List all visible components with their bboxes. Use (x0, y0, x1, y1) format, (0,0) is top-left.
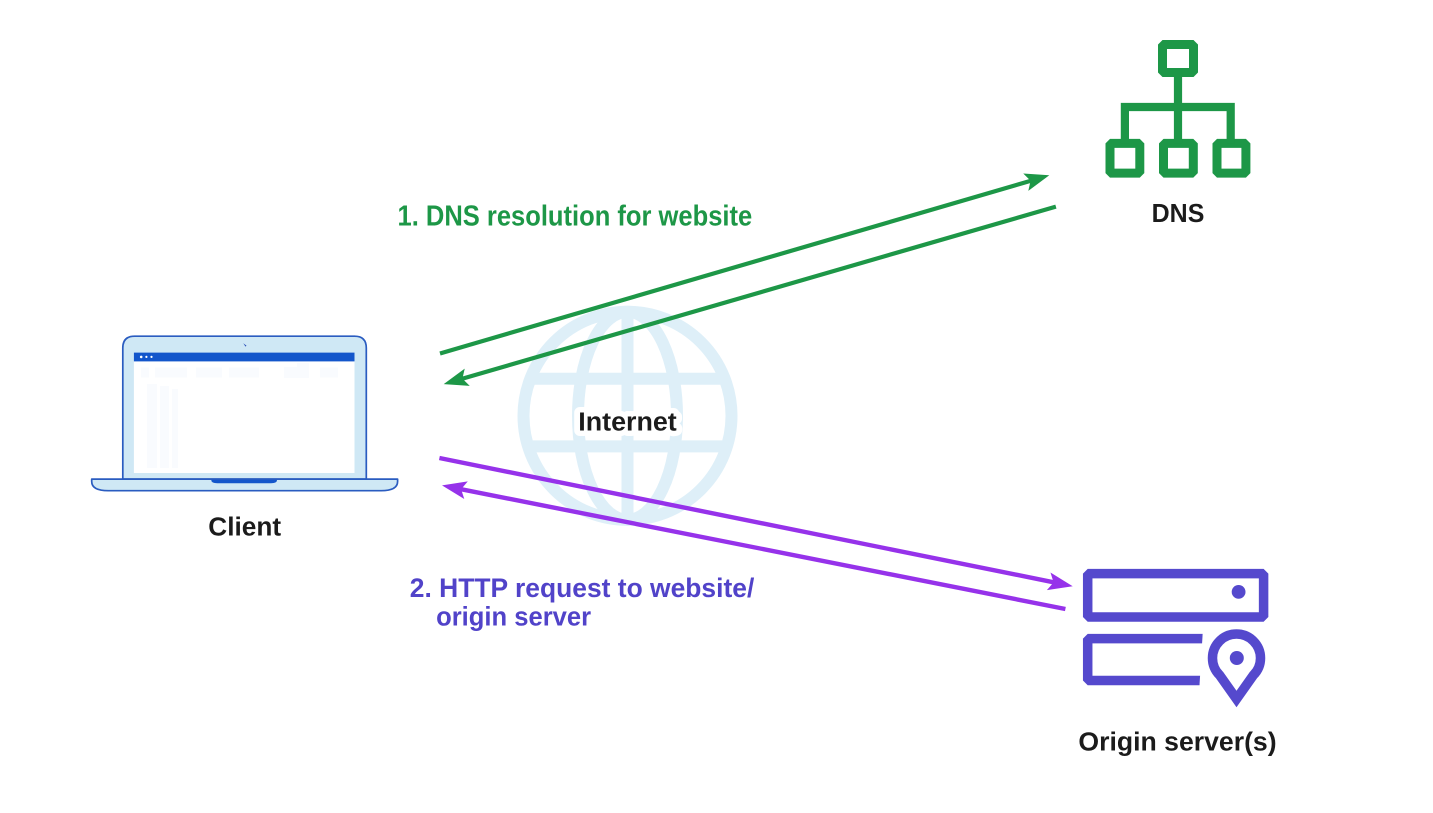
svg-text:Client: Client (208, 513, 281, 541)
svg-text:DNS: DNS (1152, 200, 1205, 228)
svg-text:origin server: origin server (436, 602, 592, 632)
svg-text:1. DNS resolution for website: 1. DNS resolution for website (398, 201, 753, 233)
svg-text:Origin server(s): Origin server(s) (1078, 728, 1276, 756)
svg-text:Internet: Internet (578, 409, 677, 437)
svg-text:2. HTTP request to website/: 2. HTTP request to website/ (410, 573, 755, 603)
